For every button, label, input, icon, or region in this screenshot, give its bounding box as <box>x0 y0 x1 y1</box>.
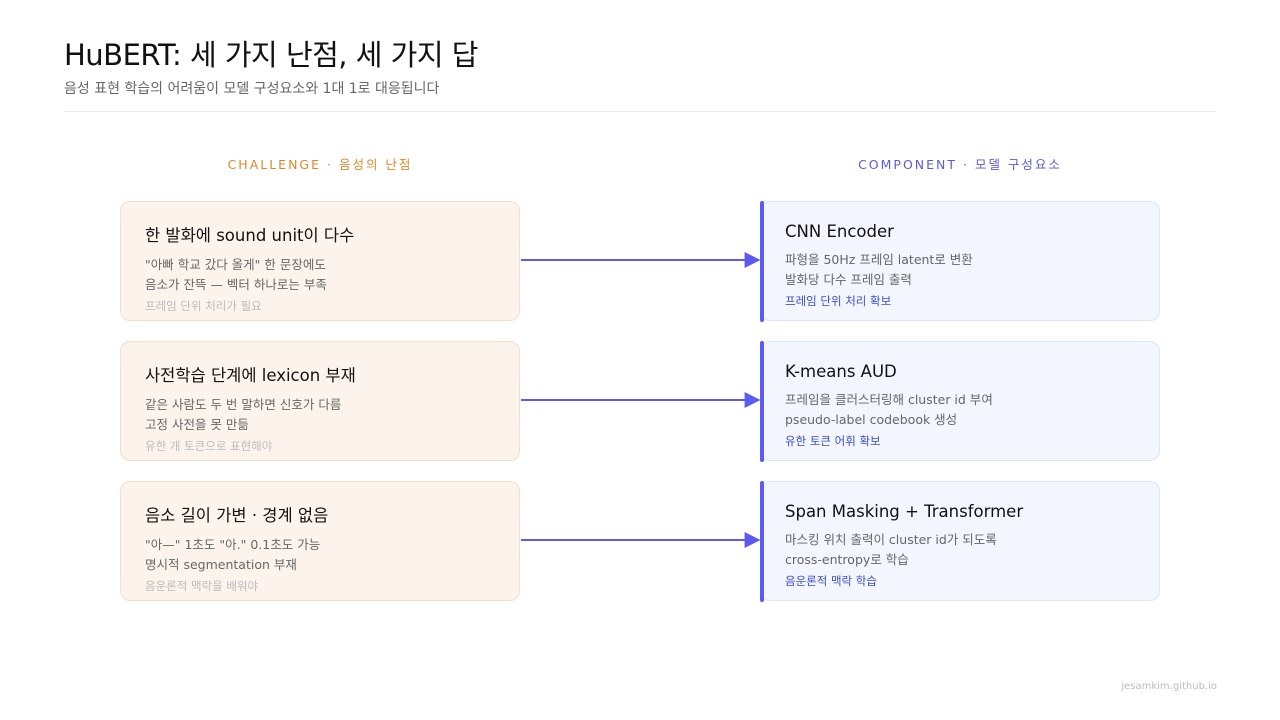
component-description: pseudo-label codebook 생성 <box>785 412 958 427</box>
challenge-title: 음소 길이 가변 · 경계 없음 <box>145 506 329 525</box>
component-description: 마스킹 위치 출력이 cluster id가 되도록 <box>785 532 997 547</box>
challenge-title: 한 발화에 sound unit이 다수 <box>145 226 355 245</box>
challenge-description: 명시적 segmentation 부재 <box>145 557 297 572</box>
challenge-card-no-lexicon: 사전학습 단계에 lexicon 부재 같은 사람도 두 번 말하면 신호가 다… <box>120 341 520 461</box>
component-column-heading: COMPONENT · 모델 구성요소 <box>858 157 1062 172</box>
footer-source: jesamkim.github.io <box>1121 681 1217 692</box>
challenge-note: 프레임 단위 처리가 필요 <box>145 299 262 313</box>
challenge-description: "아빠 학교 갔다 올게" 한 문장에도 <box>145 257 326 272</box>
component-description: 파형을 50Hz 프레임 latent로 변환 <box>785 252 973 267</box>
component-note: 음운론적 맥락 학습 <box>785 574 877 588</box>
challenge-description: 음소가 잔뜩 — 벡터 하나로는 부족 <box>145 277 327 292</box>
component-card-span-masking: Span Masking + Transformer 마스킹 위치 출력이 cl… <box>759 480 1160 602</box>
page-subtitle: 음성 표현 학습의 어려움이 모델 구성요소와 1대 1로 대응됩니다 <box>64 81 440 97</box>
component-description: 프레임을 클러스터링해 cluster id 부여 <box>785 392 993 407</box>
component-note: 프레임 단위 처리 확보 <box>785 294 892 308</box>
challenge-column-heading: CHALLENGE · 음성의 난점 <box>227 157 413 172</box>
component-card-kmeans-aud: K-means AUD 프레임을 클러스터링해 cluster id 부여 ps… <box>759 340 1160 462</box>
challenge-description: "아—" 1초도 "아." 0.1초도 가능 <box>145 537 321 552</box>
component-description: cross-entropy로 학습 <box>785 552 909 567</box>
component-description: 발화당 다수 프레임 출력 <box>785 272 912 287</box>
challenge-note: 유한 개 토큰으로 표현해야 <box>145 439 273 453</box>
component-title: CNN Encoder <box>785 222 894 241</box>
component-note: 유한 토큰 어휘 확보 <box>785 434 881 448</box>
challenge-title: 사전학습 단계에 lexicon 부재 <box>145 366 356 385</box>
challenge-note: 음운론적 맥락을 배워야 <box>145 579 259 593</box>
page-title: HuBERT: 세 가지 난점, 세 가지 답 <box>64 38 478 72</box>
challenge-description: 고정 사전을 못 만듦 <box>145 417 249 432</box>
component-title: K-means AUD <box>785 362 897 381</box>
component-title: Span Masking + Transformer <box>785 502 1024 521</box>
challenge-description: 같은 사람도 두 번 말하면 신호가 다름 <box>145 397 342 412</box>
challenge-card-variable-length: 음소 길이 가변 · 경계 없음 "아—" 1초도 "아." 0.1초도 가능 … <box>120 481 520 601</box>
challenge-card-multiple-units: 한 발화에 sound unit이 다수 "아빠 학교 갔다 올게" 한 문장에… <box>120 201 520 321</box>
header-divider <box>64 111 1216 112</box>
component-card-cnn-encoder: CNN Encoder 파형을 50Hz 프레임 latent로 변환 발화당 … <box>759 200 1160 322</box>
